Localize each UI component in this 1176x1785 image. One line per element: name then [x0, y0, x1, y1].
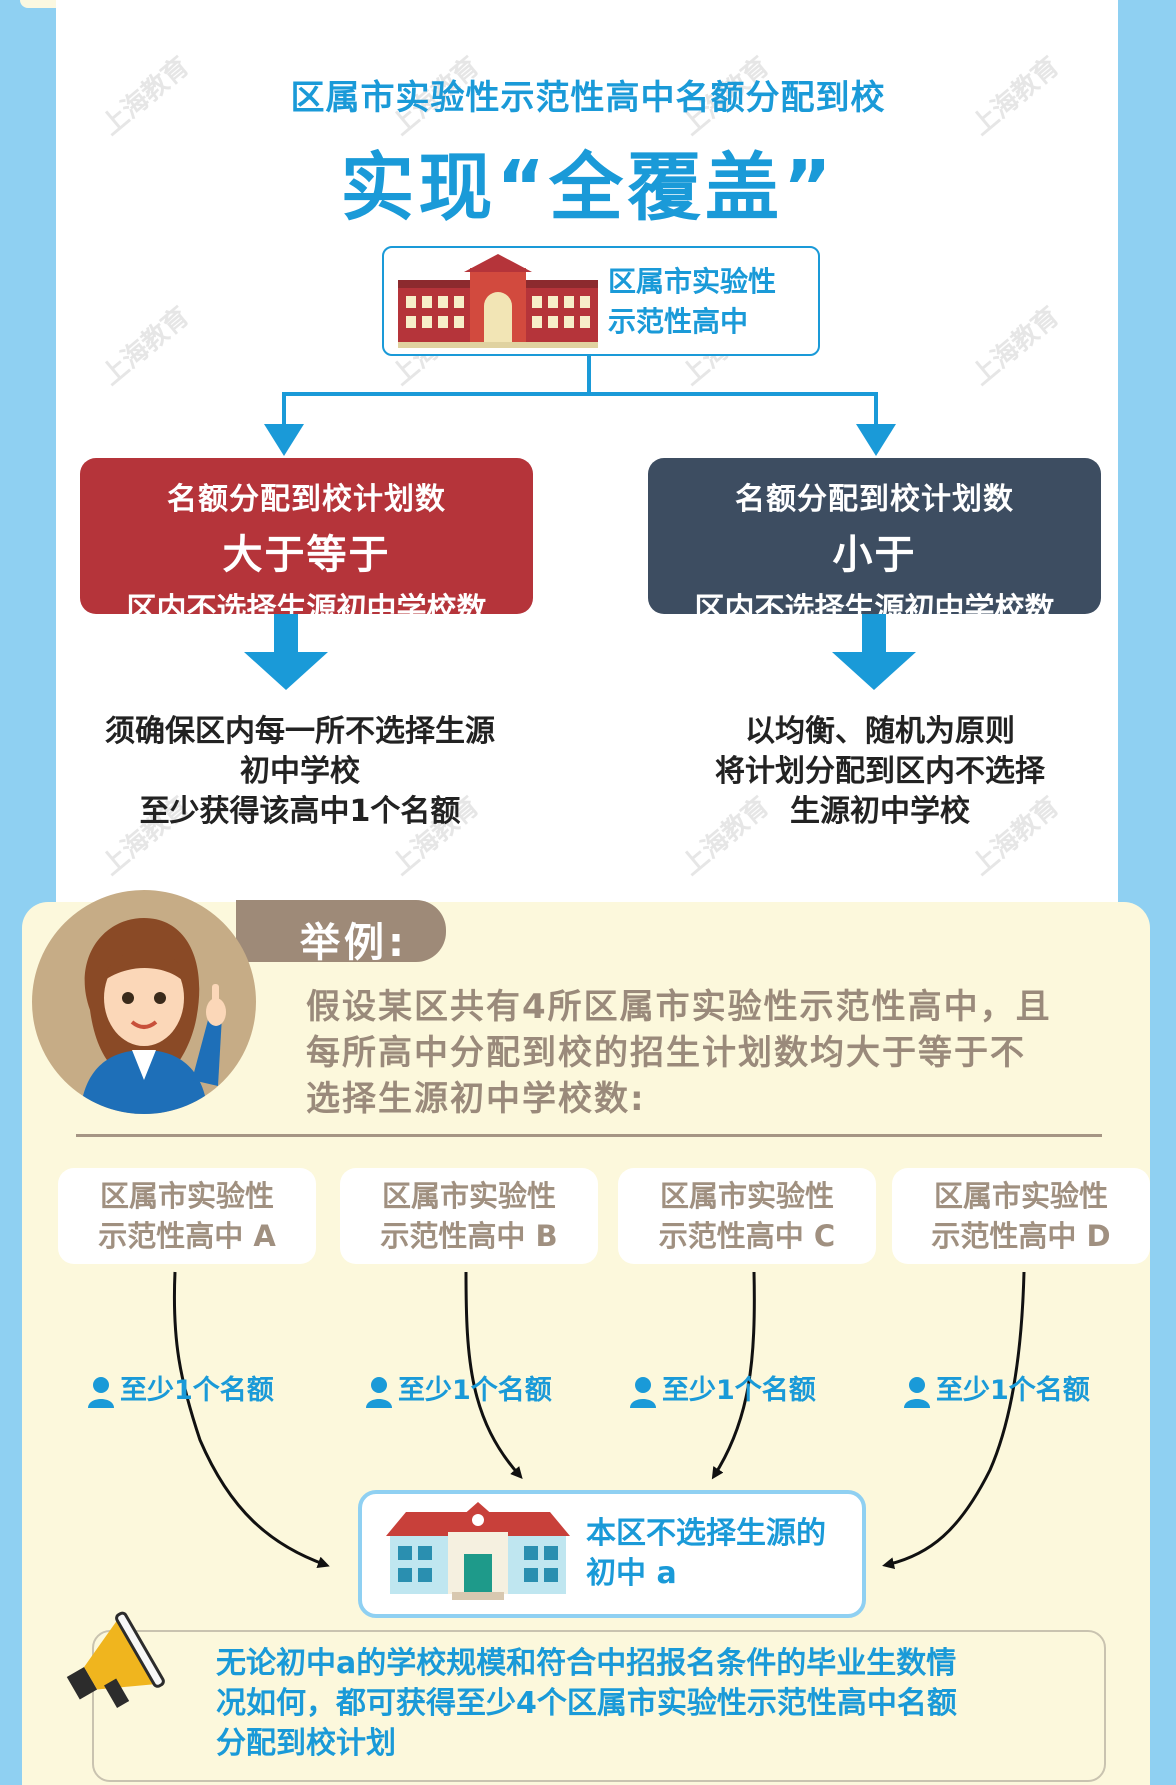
- arrow-c: [711, 1271, 756, 1480]
- school-building-icon: [386, 1502, 570, 1600]
- top-school-label: 区属市实验性 示范性高中: [608, 262, 808, 342]
- school-building-icon: [398, 254, 598, 348]
- main-title: 实现“全覆盖”: [340, 145, 836, 231]
- white-panel: 上海教育 上海教育 上海教育 上海教育 上海教育 上海教育 上海教育 上海教育 …: [56, 0, 1118, 915]
- condition-line2: 大于等于: [222, 532, 391, 578]
- arrow-down-icon: [264, 424, 304, 456]
- school-card-line1: 区属市实验性: [933, 1179, 1108, 1213]
- school-card-line2: 示范性高中 D: [931, 1219, 1111, 1253]
- example-text-line1: 假设某区共有4所区属市实验性示范性高中，且: [306, 987, 1052, 1027]
- result-line2: 初中学校: [240, 754, 360, 789]
- example-text: 假设某区共有4所区属市实验性示范性高中，且 每所高中分配到校的招生计划数均大于等…: [306, 984, 1096, 1122]
- top-school-label-line2: 示范性高中: [608, 305, 749, 338]
- school-card-b: 区属市实验性 示范性高中 B: [340, 1168, 598, 1264]
- top-school-label-line1: 区属市实验性: [608, 265, 777, 298]
- example-text-line3: 选择生源初中学校数:: [306, 1079, 646, 1119]
- result-line1: 须确保区内每一所不选择生源: [105, 714, 495, 749]
- quota-text: 至少1个名额: [120, 1375, 274, 1406]
- condition-box-greater-equal: 名额分配到校计划数 大于等于 区内不选择生源初中学校数: [80, 458, 533, 627]
- quota-label-d: 至少1个名额: [904, 1368, 1090, 1408]
- result-line1: 以均衡、随机为原则: [745, 714, 1015, 749]
- note-line3: 分配到校计划: [216, 1726, 396, 1761]
- person-icon: [630, 1376, 656, 1408]
- person-icon: [366, 1376, 392, 1408]
- condition-line1: 名额分配到校计划数: [167, 482, 446, 517]
- person-icon: [88, 1376, 114, 1408]
- condition-line2: 小于: [832, 532, 917, 578]
- megaphone-icon: [66, 1611, 165, 1709]
- school-card-a: 区属市实验性 示范性高中 A: [58, 1168, 316, 1264]
- school-card-line1: 区属市实验性: [381, 1179, 556, 1213]
- quota-text: 至少1个名额: [936, 1375, 1090, 1406]
- note-line1: 无论初中a的学校规模和符合中招报名条件的毕业生数情: [216, 1646, 957, 1681]
- example-label: 举例:: [300, 920, 408, 966]
- divider: [76, 1134, 1102, 1137]
- target-school-node: 本区不选择生源的 初中 a: [358, 1490, 866, 1618]
- connector-line: [282, 392, 286, 428]
- arrow-a: [172, 1271, 330, 1568]
- quota-label-a: 至少1个名额: [88, 1368, 274, 1408]
- school-card-line1: 区属市实验性: [99, 1179, 274, 1213]
- condition-line1: 名额分配到校计划数: [735, 482, 1014, 517]
- school-card-line2: 示范性高中 C: [658, 1219, 836, 1253]
- school-card-line2: 示范性高中 B: [380, 1219, 558, 1253]
- note-line2: 况如何，都可获得至少4个区属市实验性示范性高中名额: [216, 1686, 957, 1721]
- teacher-avatar-icon: [80, 918, 226, 1114]
- condition-box-less: 名额分配到校计划数 小于 区内不选择生源初中学校数: [648, 458, 1101, 627]
- connector-line: [587, 354, 591, 394]
- note-box: 无论初中a的学校规模和符合中招报名条件的毕业生数情 况如何，都可获得至少4个区属…: [92, 1630, 1106, 1782]
- arrow-down-icon: [244, 614, 328, 690]
- subtitle: 区属市实验性示范性高中名额分配到校: [290, 78, 886, 118]
- school-card-line2: 示范性高中 A: [98, 1219, 276, 1253]
- result-line3: 至少获得该高中1个名额: [139, 794, 461, 829]
- person-icon: [904, 1376, 930, 1408]
- school-card-line1: 区属市实验性: [659, 1179, 834, 1213]
- target-label-line1: 本区不选择生源的: [586, 1516, 826, 1551]
- school-card-d: 区属市实验性 示范性高中 D: [892, 1168, 1150, 1264]
- connector-line: [282, 392, 878, 396]
- school-card-c: 区属市实验性 示范性高中 C: [618, 1168, 876, 1264]
- arrow-d: [882, 1271, 1026, 1570]
- quota-label-c: 至少1个名额: [630, 1368, 816, 1408]
- result-line2: 将计划分配到区内不选择: [715, 754, 1045, 789]
- connector-line: [874, 392, 878, 428]
- quota-label-b: 至少1个名额: [366, 1368, 552, 1408]
- top-school-node: 区属市实验性 示范性高中: [382, 246, 820, 356]
- result-text-right: 以均衡、随机为原则 将计划分配到区内不选择 生源初中学校: [640, 712, 1120, 832]
- arrow-b: [464, 1271, 523, 1479]
- target-label-line2: 初中 a: [586, 1556, 677, 1591]
- quota-text: 至少1个名额: [662, 1375, 816, 1406]
- condition-line3: 区内不选择生源初中学校数: [126, 592, 487, 627]
- avatar: [32, 890, 256, 1114]
- arrow-down-icon: [856, 424, 896, 456]
- result-line3: 生源初中学校: [790, 794, 970, 829]
- target-school-label: 本区不选择生源的 初中 a: [586, 1514, 826, 1594]
- example-tag: [236, 900, 446, 962]
- example-text-line2: 每所高中分配到校的招生计划数均大于等于不: [306, 1033, 1026, 1073]
- quota-text: 至少1个名额: [398, 1375, 552, 1406]
- result-text-left: 须确保区内每一所不选择生源 初中学校 至少获得该高中1个名额: [60, 712, 540, 832]
- arrow-down-icon: [832, 614, 916, 690]
- note-text: 无论初中a的学校规模和符合中招报名条件的毕业生数情 况如何，都可获得至少4个区属…: [216, 1644, 1086, 1764]
